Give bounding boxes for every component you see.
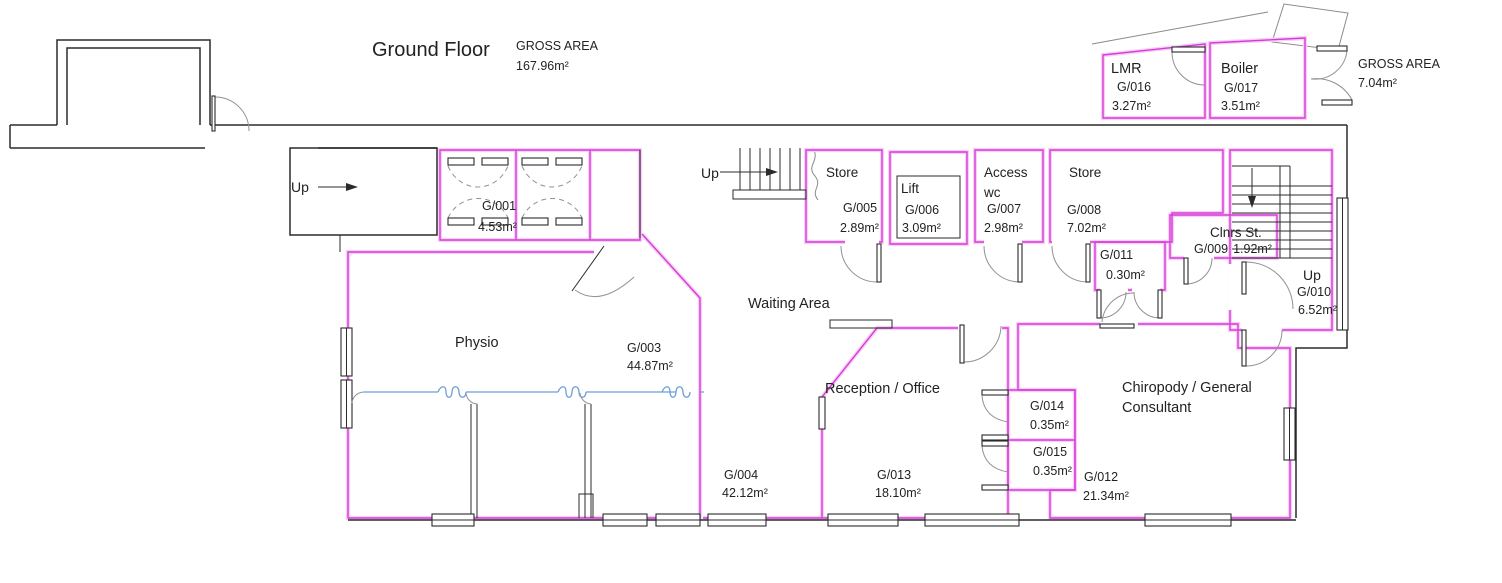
room-g015-id: G/015 [1033, 445, 1067, 459]
up-left-label: Up [291, 179, 309, 195]
room-store5-name: Store [826, 165, 858, 180]
room-chiropody-id: G/012 [1084, 470, 1118, 484]
room-store8-id: G/008 [1067, 203, 1101, 217]
room-chiropody-area: 21.34m² [1083, 489, 1129, 503]
room-store5-area: 2.89m² [840, 221, 879, 235]
room-boiler-area: 3.51m² [1221, 99, 1260, 113]
room-physio-name: Physio [455, 335, 499, 351]
door-leaves [211, 45, 1353, 491]
room-g004-area: 42.12m² [722, 486, 768, 500]
room-g015-area: 0.35m² [1033, 464, 1072, 478]
room-g011-area: 0.30m² [1106, 268, 1145, 282]
room-chiropody-name1: Chiropody / General [1122, 380, 1252, 396]
room-g010-id: G/010 [1297, 285, 1331, 299]
stairs-top-middle [720, 148, 807, 200]
room-accesswc-area: 2.98m² [984, 221, 1023, 235]
waiting-area-label: Waiting Area [748, 296, 831, 312]
room-lmr-id: G/016 [1117, 80, 1151, 94]
lift-shaft [896, 175, 961, 239]
down-arrow-icon [1248, 196, 1256, 208]
room-store8-area: 7.02m² [1067, 221, 1106, 235]
left-up-arrow [318, 183, 358, 191]
reception-counter [829, 319, 893, 329]
room-lift-id: G/006 [905, 203, 939, 217]
room-g001-id: G/001 [482, 199, 516, 213]
room-accesswc-id: G/007 [987, 202, 1021, 216]
room-g014-area: 0.35m² [1030, 418, 1069, 432]
room-g010-area: 6.52m² [1298, 303, 1337, 317]
room-store8-name: Store [1069, 165, 1101, 180]
room-physio-area: 44.87m² [627, 359, 673, 373]
room-reception-id: G/013 [877, 468, 911, 482]
room-boiler-name: Boiler [1221, 61, 1258, 77]
room-g011-id: G/011 [1100, 248, 1133, 262]
stairs-right [1232, 165, 1332, 259]
room-g004-id: G/004 [724, 468, 758, 482]
room-reception-area: 18.10m² [875, 486, 921, 500]
physio-partitions [470, 404, 592, 518]
gross-area2-label: GROSS AREA [1358, 57, 1441, 71]
room-store5-id: G/005 [843, 201, 877, 215]
windows [340, 197, 1349, 527]
room-lift-area: 3.09m² [902, 221, 941, 235]
porch-walls [56, 39, 211, 125]
up-arrow-icon [346, 183, 358, 191]
building-outline [811, 3, 1349, 201]
curtain-track [351, 386, 704, 405]
room-g001-area: 4.53m² [478, 220, 517, 234]
room-accesswc-name2: wc [983, 185, 1001, 200]
room-lift-name: Lift [901, 181, 919, 196]
up-stairs-label: Up [701, 165, 719, 181]
door-swings [214, 50, 1353, 473]
labels: Ground Floor GROSS AREA 167.96m² Up Up G… [291, 39, 1441, 503]
entrance-lobby-walls [289, 147, 438, 236]
page-title: Ground Floor [372, 39, 490, 61]
room-chiropody-name2: Consultant [1122, 400, 1191, 416]
room-lmr-name: LMR [1111, 61, 1142, 77]
gross-area2-value: 7.04m² [1358, 76, 1397, 90]
gross-area-label: GROSS AREA [516, 39, 599, 53]
walls [9, 39, 1348, 521]
room-g014-id: G/014 [1030, 399, 1064, 413]
room-accesswc-name1: Access [984, 165, 1028, 180]
room-physio-id: G/003 [627, 341, 661, 355]
room-reception-name: Reception / Office [825, 381, 940, 397]
room-lmr-area: 3.27m² [1112, 99, 1151, 113]
room-boiler-id: G/017 [1224, 81, 1258, 95]
room-clnrs-name: Clnrs St. [1210, 225, 1262, 240]
gross-area-value: 167.96m² [516, 59, 569, 73]
room-g010-name: Up [1303, 267, 1321, 283]
up-arrow-icon [766, 168, 778, 176]
